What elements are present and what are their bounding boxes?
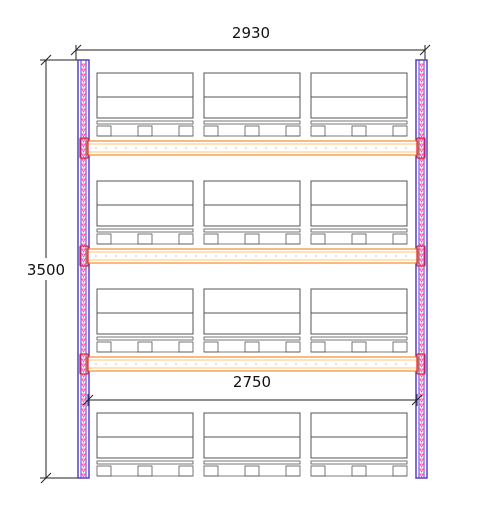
overall-height-label: 3500 bbox=[27, 261, 65, 279]
load-beam-level-2 bbox=[79, 245, 426, 267]
beam-length-dimension: 2750 bbox=[82, 373, 423, 406]
pallet-load-level-2-1 bbox=[96, 180, 194, 245]
pallet-load-level-3-2 bbox=[203, 288, 301, 353]
right-upright bbox=[415, 59, 428, 479]
beam-connector-right-level-2 bbox=[416, 245, 426, 267]
pallet-load-level-1-3 bbox=[310, 72, 408, 137]
upright-frames bbox=[77, 59, 428, 479]
beam-connector-right-level-1 bbox=[416, 137, 426, 159]
pallet-load-level-4-2 bbox=[203, 412, 301, 477]
pallet-loads bbox=[96, 72, 408, 477]
overall-width-dimension: 2930 bbox=[70, 24, 431, 60]
load-beam-level-3 bbox=[79, 353, 426, 375]
pallet-load-level-1-2 bbox=[203, 72, 301, 137]
pallet-load-level-3-3 bbox=[310, 288, 408, 353]
pallet-load-level-4-1 bbox=[96, 412, 194, 477]
right-upright-holes bbox=[419, 63, 424, 478]
beam-connector-left-level-2 bbox=[79, 245, 89, 267]
load-beam-level-1 bbox=[79, 137, 426, 159]
beam-length-label: 2750 bbox=[233, 373, 271, 391]
beam-connector-right-level-3 bbox=[416, 353, 426, 375]
pallet-load-level-3-1 bbox=[96, 288, 194, 353]
overall-width-label: 2930 bbox=[232, 24, 270, 42]
pallet-load-level-4-3 bbox=[310, 412, 408, 477]
pallet-load-level-1-1 bbox=[96, 72, 194, 137]
beam-connector-left-level-3 bbox=[79, 353, 89, 375]
pallet-load-level-2-2 bbox=[203, 180, 301, 245]
pallet-load-level-2-3 bbox=[310, 180, 408, 245]
load-beams bbox=[79, 137, 426, 375]
overall-height-dimension: 3500 bbox=[22, 54, 80, 484]
left-upright bbox=[77, 59, 90, 479]
beam-connector-left-level-1 bbox=[79, 137, 89, 159]
